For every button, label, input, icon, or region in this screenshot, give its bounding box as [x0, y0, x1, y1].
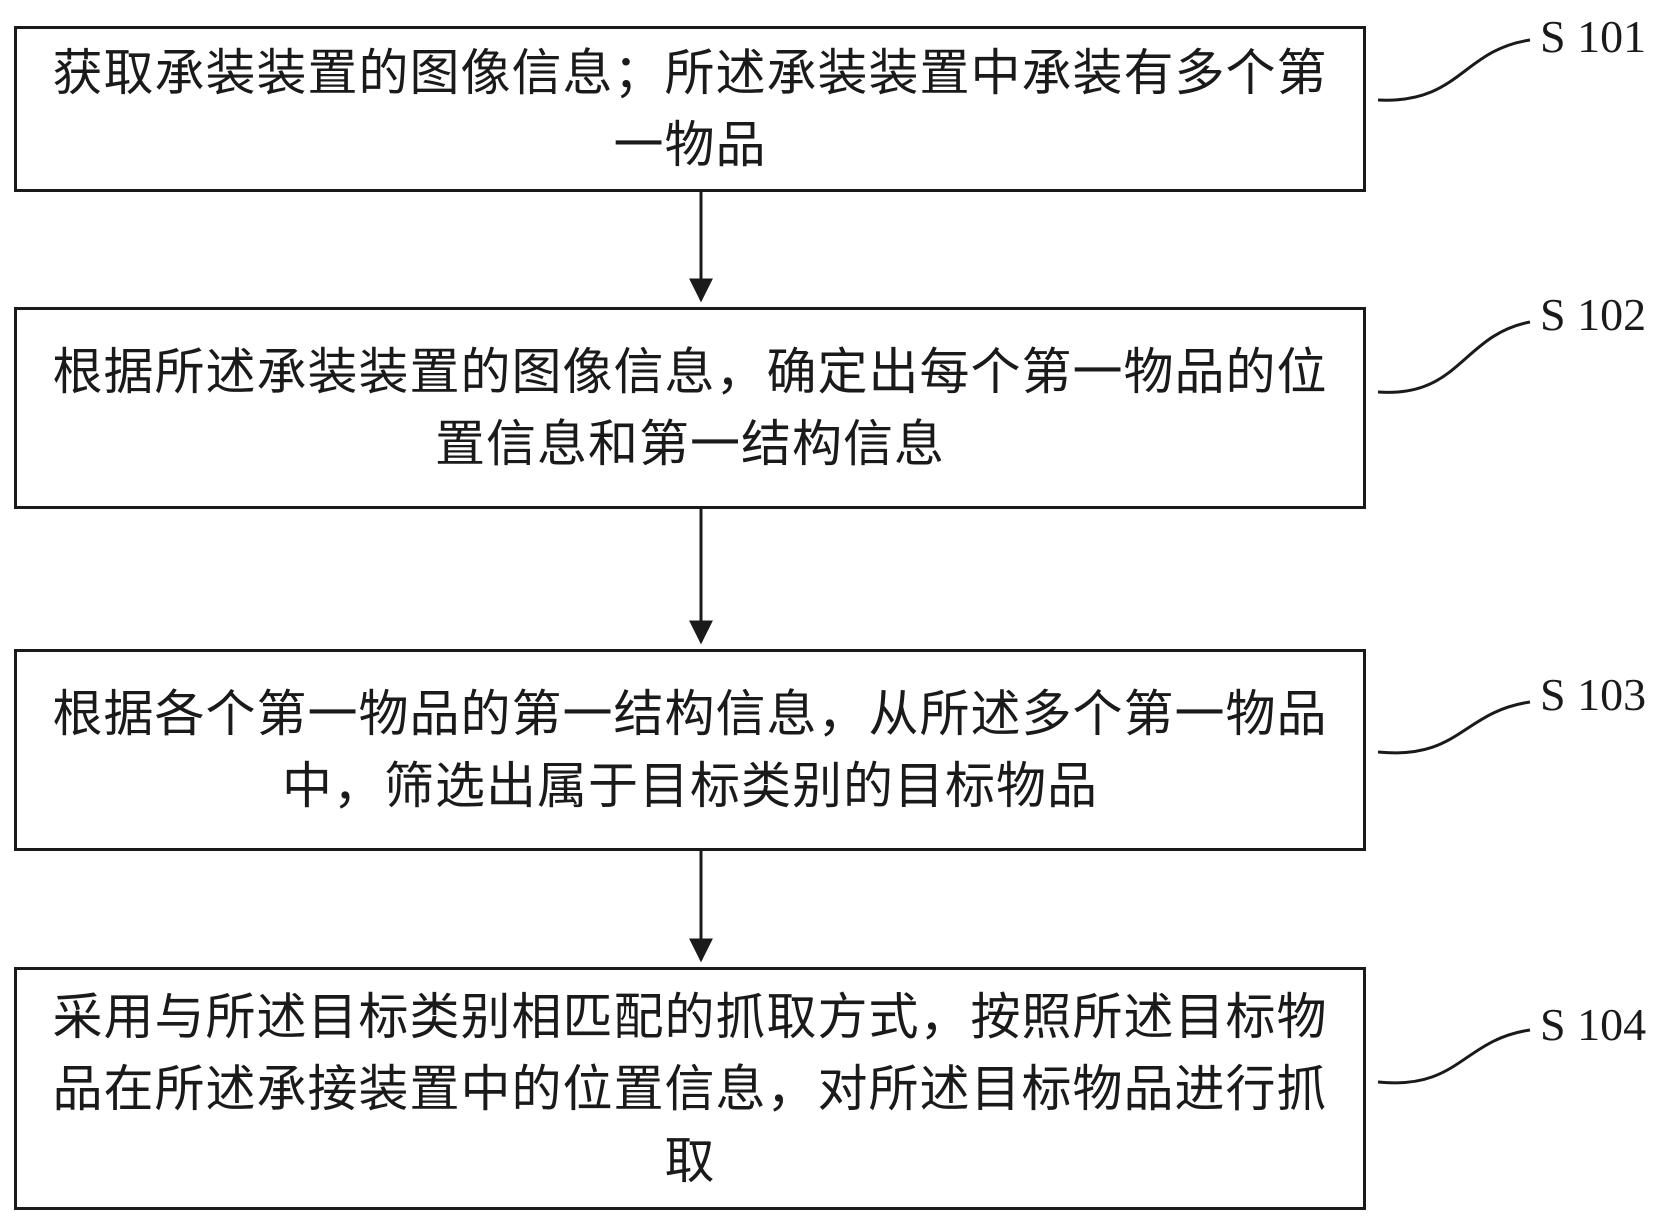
step-box-s104: 采用与所述目标类别相匹配的抓取方式，按照所述目标物品在所述承接装置中的位置信息，… [14, 967, 1366, 1210]
step-text-s103: 根据各个第一物品的第一结构信息，从所述多个第一物品中，筛选出属于目标类别的目标物… [52, 685, 1328, 815]
step-label-s101: S 101 [1540, 11, 1647, 62]
step-box-s102: 根据所述承装装置的图像信息，确定出每个第一物品的位置信息和第一结构信息 [14, 307, 1366, 509]
leader-line-s104 [1377, 1028, 1531, 1085]
step-label-s104: S 104 [1540, 999, 1647, 1050]
step-label-s102: S 102 [1540, 289, 1647, 340]
leader-line-s103 [1377, 700, 1531, 755]
leader-line-s102 [1377, 320, 1531, 394]
step-label-s103: S 103 [1540, 669, 1647, 720]
step-text-s102: 根据所述承装装置的图像信息，确定出每个第一物品的位置信息和第一结构信息 [52, 343, 1328, 473]
leader-line-s101 [1377, 38, 1531, 102]
step-box-s103: 根据各个第一物品的第一结构信息，从所述多个第一物品中，筛选出属于目标类别的目标物… [14, 649, 1366, 851]
step-text-s101: 获取承装装置的图像信息；所述承装装置中承装有多个第一物品 [52, 44, 1328, 174]
step-box-s101: 获取承装装置的图像信息；所述承装装置中承装有多个第一物品 [14, 26, 1366, 192]
step-text-s104: 采用与所述目标类别相匹配的抓取方式，按照所述目标物品在所述承接装置中的位置信息，… [52, 987, 1328, 1190]
